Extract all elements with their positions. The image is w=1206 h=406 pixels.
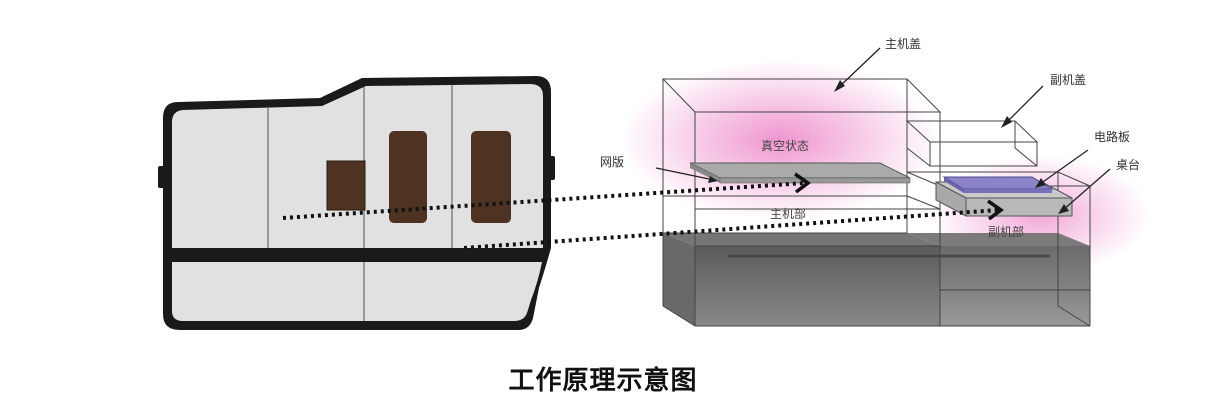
main-base-left bbox=[663, 233, 695, 326]
screen-plate-front bbox=[719, 177, 911, 184]
label-sub-cover: 副机盖 bbox=[1050, 73, 1086, 87]
small-window bbox=[326, 160, 366, 211]
viewing-window-1 bbox=[389, 131, 427, 223]
diagram-caption: 工作原理示意图 bbox=[508, 366, 698, 396]
table-side bbox=[935, 181, 967, 217]
label-main-unit: 主机部 bbox=[770, 206, 806, 221]
sub-base-front bbox=[940, 246, 1090, 326]
main-base-top bbox=[663, 233, 940, 246]
circuit-board-front bbox=[964, 189, 1052, 193]
machine-exterior bbox=[158, 76, 555, 330]
projection-arrow-lower bbox=[463, 208, 999, 250]
circuit-board-edge bbox=[944, 177, 964, 193]
viewing-window-2 bbox=[471, 131, 511, 223]
label-sub-unit: 副机部 bbox=[988, 224, 1024, 239]
projection-arrow-upper bbox=[282, 181, 806, 220]
main-base-front bbox=[695, 246, 940, 326]
sub-base-top bbox=[907, 233, 1090, 246]
label-table: 桌台 bbox=[1116, 157, 1140, 172]
leader-arrowheads bbox=[708, 80, 1069, 214]
label-main-cover: 主机盖 bbox=[885, 37, 921, 51]
label-screen: 网版 bbox=[600, 155, 624, 169]
projection-arrowhead-lower bbox=[987, 199, 1004, 221]
leader-lines bbox=[655, 47, 1111, 211]
table-front bbox=[965, 197, 1073, 217]
projection-arrows bbox=[282, 172, 1004, 250]
label-vacuum: 真空状态 bbox=[761, 139, 809, 153]
lower-panel bbox=[172, 262, 542, 321]
label-circuit-board: 电路板 bbox=[1094, 129, 1130, 144]
projection-arrowhead-upper bbox=[794, 172, 811, 194]
schematic: 主机盖 副机盖 电路板 桌台 网版 真空状态 主机部 副机部 bbox=[600, 37, 1150, 327]
